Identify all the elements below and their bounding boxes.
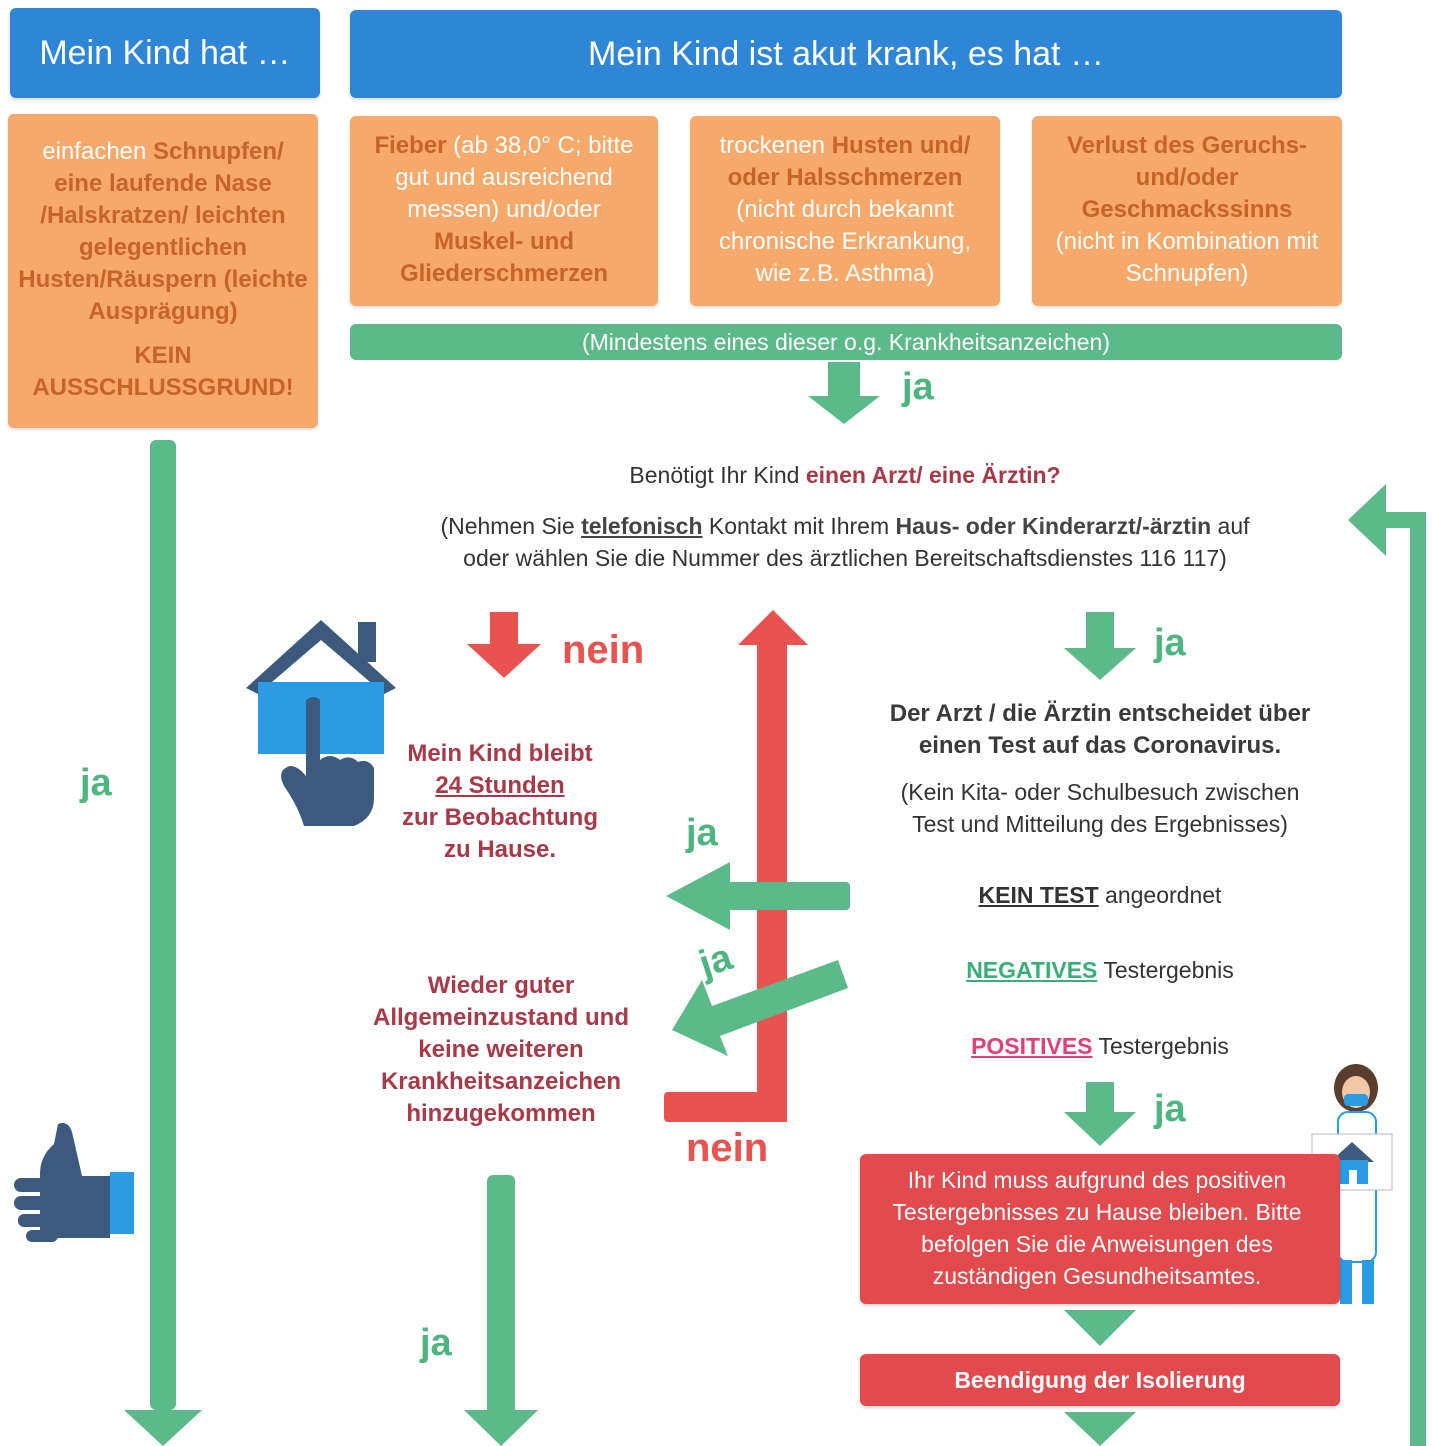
contact-a: (Nehmen Sie xyxy=(440,513,582,539)
doctor-contact-note: (Nehmen Sie telefonisch Kontakt mit Ihre… xyxy=(330,510,1360,574)
doctor-question: Benötigt Ihr Kind einen Arzt/ eine Ärzti… xyxy=(330,462,1360,489)
positive-result-text: Ihr Kind muss aufgrund des positiven Tes… xyxy=(892,1167,1302,1289)
ja-label-positive: ja xyxy=(1154,1088,1186,1130)
symptom-muscle-bold: Muskel- und Gliederschmerzen xyxy=(399,228,609,287)
doctor-decides-text: Der Arzt / die Ärztin entscheidet über e… xyxy=(870,698,1330,762)
ja-left-arrow-kein-test xyxy=(666,862,730,930)
header-left: Mein Kind hat … xyxy=(10,8,320,98)
symptom-smell-bold: Verlust des Geruchs- und/oder Geschmacks… xyxy=(1066,132,1308,223)
mild-symptoms-box: einfachen Schnupfen/ eine laufende Nase … xyxy=(8,114,318,428)
ja-label-left: ja xyxy=(80,762,112,804)
left-green-shaft xyxy=(150,440,176,1410)
symptom-fever-bold: Fieber xyxy=(374,132,447,159)
down-arrow-from-symptoms xyxy=(808,396,880,424)
question-part-a: Benötigt Ihr Kind xyxy=(629,462,806,488)
ja-label-recovered: ja xyxy=(420,1322,452,1364)
doctor-decides-content: Der Arzt / die Ärztin entscheidet über e… xyxy=(889,700,1311,759)
question-part-b: einen Arzt/ eine Ärztin? xyxy=(805,462,1061,488)
contact-telefonisch: telefonisch xyxy=(581,513,703,539)
doctor-icon xyxy=(1311,1064,1393,1304)
red-bottom-bar xyxy=(664,1092,787,1122)
ja-label-1: ja xyxy=(902,366,934,408)
nein-label-2: nein xyxy=(686,1126,769,1170)
stay-home-text: Mein Kind bleibt 24 Stunden zur Beobacht… xyxy=(380,738,620,866)
ja-down-arrow-doctor xyxy=(1064,648,1136,680)
stay-home-line1: Mein Kind bleibt xyxy=(407,740,593,767)
recovered-green-shaft xyxy=(487,1175,515,1415)
right-return-arrowhead xyxy=(1348,484,1386,556)
symptom-box-cough: trockenen Husten und/ oder Halsschmerzen… xyxy=(690,116,1000,306)
negative-label: NEGATIVES xyxy=(966,957,1098,983)
red-vertical-shaft xyxy=(757,640,787,1122)
recovered-text: Wieder guter Allgemeinzustand und keine … xyxy=(370,970,632,1130)
symptom-cough-bold: Husten und/ oder Halsschmerzen xyxy=(727,132,971,191)
recovered-text-content: Wieder guter Allgemeinzustand und keine … xyxy=(372,972,629,1127)
thumbs-up-icon xyxy=(14,1123,134,1242)
kein-test-suffix: angeordnet xyxy=(1098,882,1222,908)
negative-suffix: Testergebnis xyxy=(1097,957,1234,983)
positive-line: POSITIVES Testergebnis xyxy=(880,1033,1320,1060)
stay-home-line4: zu Hause. xyxy=(443,836,557,863)
symptom-box-fever: Fieber (ab 38,0° C; bitte gut und ausrei… xyxy=(350,116,658,306)
ja-diagonal-arrow-negative xyxy=(672,960,848,1056)
negative-line: NEGATIVES Testergebnis xyxy=(880,957,1320,984)
nein-down-arrow xyxy=(467,644,541,678)
arrow-after-end-isolation xyxy=(1064,1412,1136,1446)
right-return-shaft xyxy=(1410,512,1426,1446)
positive-result-box: Ihr Kind muss aufgrund des positiven Tes… xyxy=(860,1154,1340,1304)
contact-d: Haus- oder Kinderarzt/-ärztin xyxy=(895,513,1212,539)
red-up-arrowhead xyxy=(738,610,808,645)
symptom-cough-note: (nicht durch bekannt chronische Erkranku… xyxy=(718,196,972,287)
positive-suffix: Testergebnis xyxy=(1092,1033,1229,1059)
ja-down-arrow-positive xyxy=(1064,1112,1136,1146)
at-least-one-text: (Mindestens eines dieser o.g. Krankheits… xyxy=(581,328,1110,355)
header-left-title: Mein Kind hat … xyxy=(39,33,291,72)
kein-test-label: KEIN TEST xyxy=(978,882,1099,908)
stay-home-line2: 24 Stunden xyxy=(435,772,565,799)
contact-e: auf xyxy=(1211,513,1250,539)
mild-symptoms-bold: Schnupfen/ eine laufende Nase /Halskratz… xyxy=(18,138,308,325)
contact-line3: oder wählen Sie die Nummer des ärztliche… xyxy=(463,545,1227,571)
ja-label-doctor: ja xyxy=(1154,622,1186,664)
no-exclusion-text: KEIN AUSSCHLUSSGRUND! xyxy=(32,342,294,401)
header-right-title: Mein Kind ist akut krank, es hat … xyxy=(588,34,1104,73)
end-isolation-text: Beendigung der Isolierung xyxy=(954,1367,1246,1393)
mild-symptoms-light: einfachen xyxy=(42,138,154,165)
ja-label-kein-test: ja xyxy=(686,812,718,854)
symptom-fever-light: (ab 38,0° C; bitte gut und ausreichend m… xyxy=(395,132,634,223)
stay-home-line3: zur Beobachtung xyxy=(402,804,598,831)
end-isolation-box: Beendigung der Isolierung xyxy=(860,1354,1340,1406)
at-least-one-bar: (Mindestens eines dieser o.g. Krankheits… xyxy=(350,324,1342,360)
nein-label-1: nein xyxy=(562,628,645,672)
contact-c: Kontakt mit Ihrem xyxy=(702,513,896,539)
positive-label: POSITIVES xyxy=(971,1033,1093,1059)
house-hand-icon xyxy=(246,620,396,826)
symptom-cough-light: trockenen xyxy=(719,132,832,159)
symptom-box-smell: Verlust des Geruchs- und/oder Geschmacks… xyxy=(1032,116,1342,306)
no-school-note: (Kein Kita- oder Schulbesuch zwischen Te… xyxy=(880,776,1320,840)
left-green-arrowhead xyxy=(124,1410,202,1446)
header-right: Mein Kind ist akut krank, es hat … xyxy=(350,10,1342,98)
symptom-smell-note: (nicht in Kombination mit Schnupfen) xyxy=(1055,228,1319,287)
no-school-note-content: (Kein Kita- oder Schulbesuch zwischen Te… xyxy=(900,779,1300,837)
kein-test-line: KEIN TEST angeordnet xyxy=(880,882,1320,909)
arrow-to-end-isolation xyxy=(1064,1310,1136,1346)
